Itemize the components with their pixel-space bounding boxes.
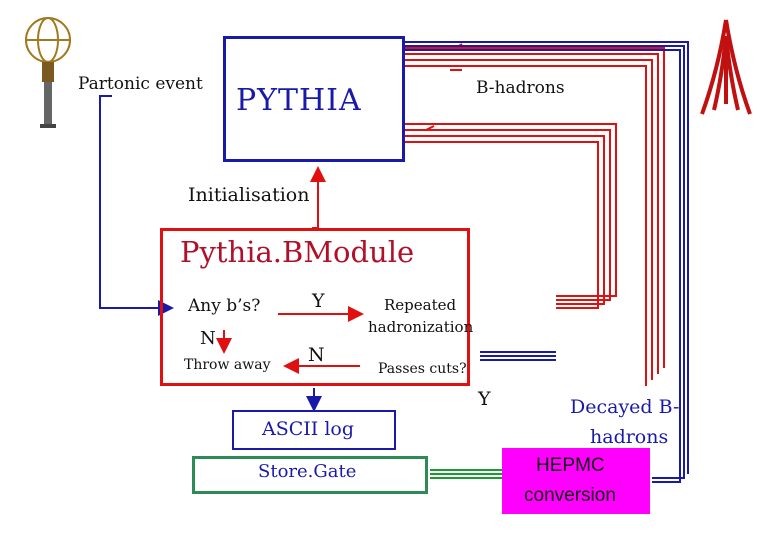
pythia-bmodule-title: Pythia.BModule xyxy=(180,235,415,269)
hepmc-label: HEPMC xyxy=(536,455,605,476)
passes-cuts-label: Passes cuts? xyxy=(378,361,467,377)
decayed-blue-bundle xyxy=(404,41,689,483)
b-hadrons-label: B-hadrons xyxy=(476,78,565,98)
pythia-bmodule-box xyxy=(160,228,470,386)
ascii-log-box xyxy=(232,410,396,450)
pythia-title: PYTHIA xyxy=(236,83,362,118)
atlas-a-logo-icon xyxy=(700,19,752,115)
any-bs-label: Any b’s? xyxy=(188,296,261,316)
pythia-box xyxy=(223,36,405,162)
yes-top-label: Y xyxy=(312,290,325,312)
passes-cuts-bundle xyxy=(480,351,556,361)
hadrons-label: hadrons xyxy=(590,426,669,448)
storegate-box xyxy=(192,456,428,494)
green-bundle xyxy=(430,469,502,479)
no-left-label: N xyxy=(200,328,216,349)
hadronization-label: hadronization xyxy=(368,318,474,336)
b-hadrons-red-bundle xyxy=(404,47,665,386)
initialisation-label: Initialisation xyxy=(188,184,310,206)
initialisation-line xyxy=(310,166,326,229)
partonic-event-label: Partonic event xyxy=(78,74,203,94)
ascii-log-label: ASCII log xyxy=(262,418,355,440)
throw-away-label: Throw away xyxy=(184,357,271,373)
no-mid-label: N xyxy=(308,344,325,366)
repeated-label: Repeated xyxy=(384,296,457,314)
inner-red-bundle xyxy=(404,123,617,309)
storegate-label: Store.Gate xyxy=(258,461,357,482)
conversion-label: conversion xyxy=(524,485,616,506)
partonic-loop-line xyxy=(99,95,174,316)
atlas-figure-icon xyxy=(25,17,71,128)
inner-red-arrow xyxy=(425,125,440,131)
hepmc-box xyxy=(502,448,650,514)
decayed-b-label: Decayed B- xyxy=(570,396,680,418)
yes-bottom-label: Y xyxy=(478,388,491,410)
